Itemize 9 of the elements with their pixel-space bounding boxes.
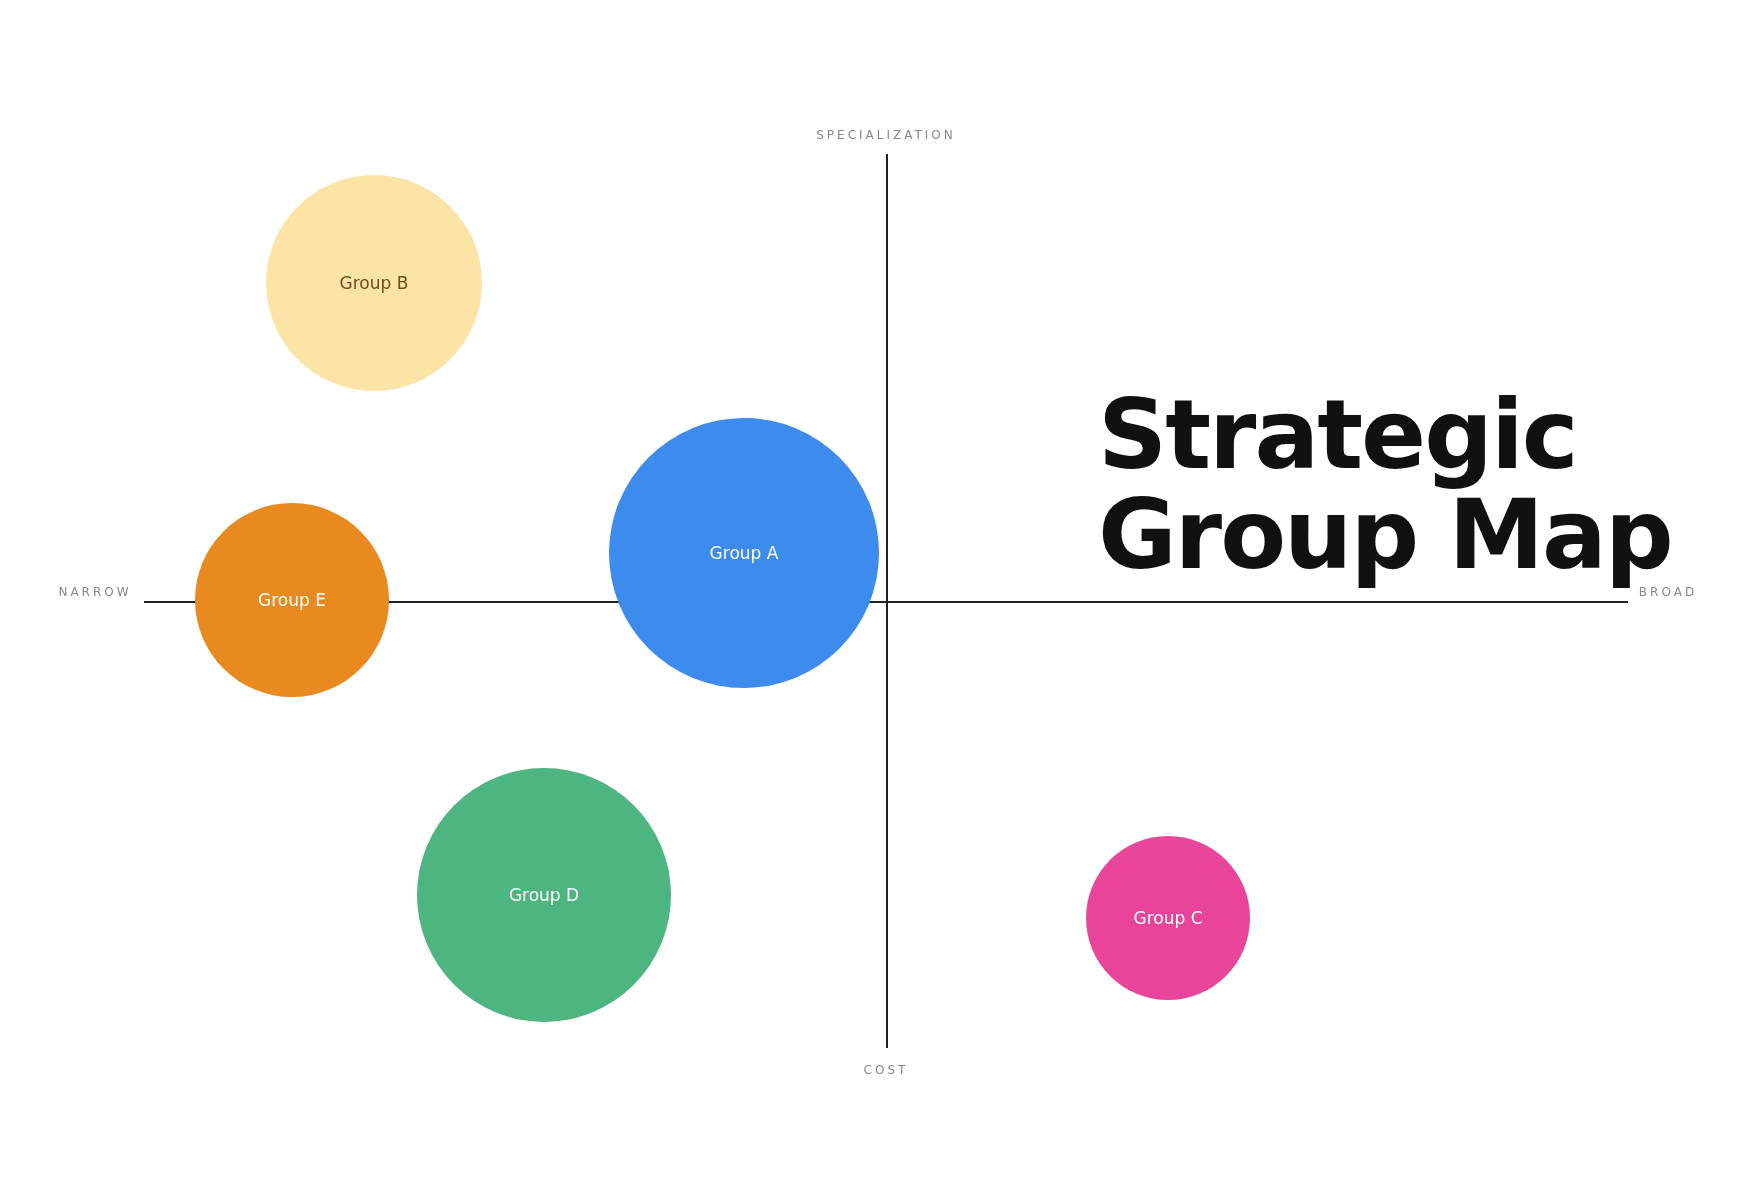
group-label: Group E [258, 590, 326, 610]
axis-label: NARROW [58, 585, 132, 599]
group-label: Group C [1133, 908, 1203, 928]
axis-label: SPECIALIZATION [816, 128, 956, 142]
axis-label: BROAD [1638, 585, 1698, 599]
group-label: Group A [709, 543, 779, 563]
group-label: Group D [508, 885, 580, 905]
group-label: Group B [339, 273, 409, 293]
axis-label: COST [863, 1063, 909, 1077]
